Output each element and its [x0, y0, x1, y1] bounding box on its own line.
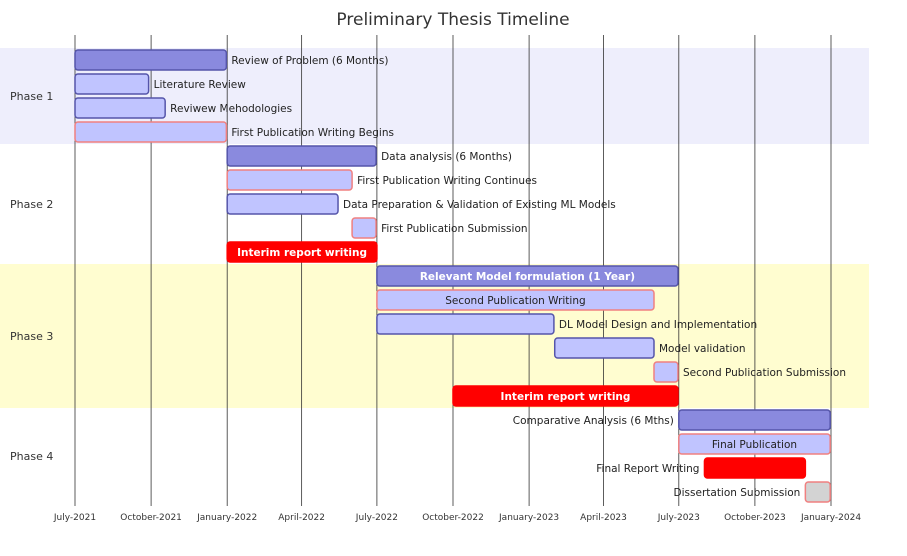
task-bar — [376, 313, 555, 335]
section-labels: Phase 1 Phase 2 Phase 3 Phase 4 — [10, 90, 53, 463]
chart-title: Preliminary Thesis Timeline — [336, 10, 569, 30]
x-axis-ticks: July-2021 October-2021 January-2022 April-2… — [53, 513, 861, 523]
x-tick-label: January-2023 — [498, 513, 559, 523]
task-bar — [376, 289, 655, 311]
task-bar — [678, 409, 831, 431]
task-label: Data analysis (6 Months) — [381, 151, 512, 163]
x-tick-label: October-2023 — [724, 513, 786, 523]
task-bar — [74, 49, 228, 71]
task-label: Final Publication — [712, 439, 797, 451]
x-tick-label: October-2021 — [120, 513, 182, 523]
x-tick-label: July-2022 — [355, 513, 398, 523]
x-tick-label: January-2022 — [196, 513, 257, 523]
task-bars: Review of Problem (6 Months) Literature R… — [74, 49, 846, 503]
task-label: First Publication Writing Continues — [357, 175, 537, 187]
task-label: Interim report writing — [237, 247, 367, 259]
task-label: Reviwew Mehodologies — [170, 103, 292, 115]
task-label: First Publication Writing Begins — [231, 127, 394, 139]
x-tick-label: January-2024 — [800, 513, 861, 523]
x-tick-label: July-2023 — [657, 513, 700, 523]
section-label: Phase 3 — [10, 330, 53, 343]
task-bar — [553, 337, 655, 359]
task-label: DL Model Design and Implementation — [559, 319, 757, 331]
section-label: Phase 1 — [10, 90, 53, 103]
section-label: Phase 2 — [10, 198, 53, 211]
task-label: Comparative Analysis (6 Mths) — [513, 415, 674, 427]
task-bar — [703, 457, 807, 479]
task-bar — [226, 241, 378, 263]
task-label: First Publication Submission — [381, 223, 527, 235]
task-bar — [351, 217, 377, 239]
task-bar — [226, 169, 353, 191]
task-label: Interim report writing — [501, 391, 631, 403]
task-bar — [653, 361, 679, 383]
task-bar — [804, 481, 831, 503]
task-bar — [74, 121, 228, 143]
task-label: Second Publication Submission — [683, 367, 846, 379]
task-label: Model validation — [659, 343, 746, 355]
task-bar — [376, 265, 679, 287]
section-band — [0, 144, 869, 264]
x-tick-label: October-2022 — [422, 513, 484, 523]
section-band — [0, 264, 869, 408]
task-bar — [226, 193, 339, 215]
task-bar — [74, 73, 150, 95]
x-tick-label: July-2021 — [53, 513, 96, 523]
task-bar — [226, 145, 377, 167]
section-label: Phase 4 — [10, 450, 53, 463]
x-tick-label: April-2022 — [278, 513, 325, 523]
task-label: Second Publication Writing — [445, 295, 585, 307]
task-bar — [678, 433, 831, 455]
task-label: Dissertation Submission — [674, 487, 801, 499]
task-bar — [74, 97, 166, 119]
task-label: Review of Problem (6 Months) — [231, 55, 388, 67]
task-label: Literature Review — [154, 79, 247, 91]
task-label: Relevant Model formulation (1 Year) — [420, 271, 635, 283]
x-tick-label: April-2023 — [580, 513, 627, 523]
task-bar — [452, 385, 679, 407]
task-label: Data Preparation & Validation of Existin… — [343, 199, 616, 211]
task-label: Final Report Writing — [596, 463, 699, 475]
